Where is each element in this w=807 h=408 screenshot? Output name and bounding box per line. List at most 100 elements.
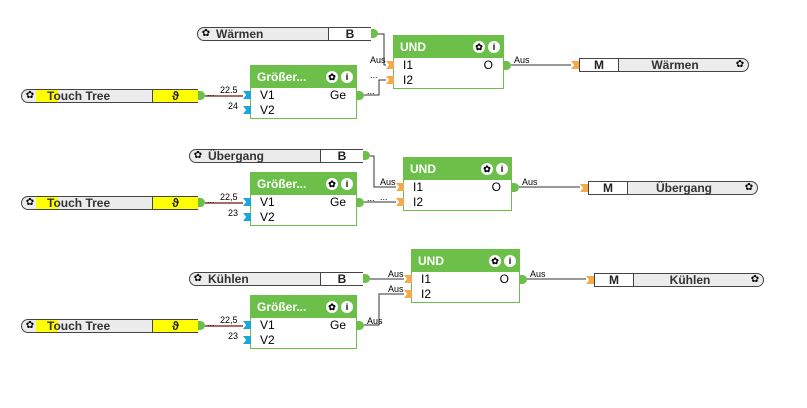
sensor-symbol: ϑ (152, 197, 198, 209)
port-label: V1 (260, 195, 275, 209)
gear-icon[interactable]: ✿ (489, 255, 501, 267)
block-title: Größer... (257, 177, 307, 191)
sensor-label: Touch Tree (47, 89, 111, 103)
gear-icon[interactable]: ✿ (326, 71, 338, 83)
input-pin[interactable] (243, 106, 251, 114)
gear-icon[interactable]: ✿ (750, 274, 760, 285)
sensor-block[interactable]: ✿ Touch Tree ϑ (21, 319, 198, 333)
input-pin[interactable] (243, 336, 251, 344)
output-type-code: M (580, 59, 619, 71)
v1-value: 22,5 (220, 192, 238, 202)
link-label: ... (207, 318, 215, 328)
port-label: Ge (329, 318, 346, 332)
output-port[interactable] (198, 91, 205, 100)
input-pin[interactable] (396, 198, 404, 206)
input-pin[interactable] (243, 91, 251, 99)
compare-wire[interactable] (364, 79, 386, 96)
info-icon[interactable]: i (488, 41, 500, 53)
info-icon[interactable]: i (341, 71, 353, 83)
port-label: I2 (421, 287, 432, 301)
output-port[interactable] (357, 198, 364, 207)
v1-value: 22.5 (220, 85, 238, 95)
input-pin[interactable] (580, 184, 588, 192)
input-pin[interactable] (243, 213, 251, 221)
i1-link-label: Aus (380, 177, 396, 187)
output-type-code: M (595, 274, 634, 286)
v2-value: 24 (228, 101, 239, 111)
output-port[interactable] (504, 61, 511, 70)
port-label: Ge (329, 195, 346, 209)
output-label: Kühlen (669, 273, 711, 287)
port-label: V2 (260, 210, 275, 224)
output-port[interactable] (520, 275, 527, 284)
info-icon[interactable]: i (504, 255, 516, 267)
input-pin[interactable] (386, 76, 394, 84)
gear-icon[interactable]: ✿ (193, 273, 203, 284)
input-pin[interactable] (386, 61, 394, 69)
output-block[interactable]: M Übergang ✿ (588, 181, 758, 195)
out-link-label: Aus (530, 269, 546, 279)
port-label: V1 (260, 88, 275, 102)
output-label: Übergang (655, 181, 712, 195)
gear-icon[interactable]: ✿ (481, 163, 493, 175)
gear-icon[interactable]: ✿ (735, 59, 745, 70)
sensor-label: Touch Tree (47, 319, 111, 333)
input-pin[interactable] (404, 290, 412, 298)
input-pin[interactable] (586, 276, 594, 284)
output-port[interactable] (363, 274, 370, 283)
output-type-code: M (589, 182, 628, 194)
sensor-highlight (36, 90, 58, 102)
trigger-wire[interactable] (378, 33, 386, 66)
output-port[interactable] (363, 151, 370, 160)
gear-icon[interactable]: ✿ (193, 150, 203, 161)
info-icon[interactable]: i (341, 301, 353, 313)
gear-icon[interactable]: ✿ (25, 90, 35, 101)
sensor-symbol: ϑ (152, 320, 198, 332)
i2-link-label: Aus (388, 284, 404, 294)
gear-icon[interactable]: ✿ (25, 320, 35, 331)
block-title: Größer... (257, 70, 307, 84)
out-link-label: Aus (514, 55, 530, 65)
gear-icon[interactable]: ✿ (326, 301, 338, 313)
output-port[interactable] (357, 321, 364, 330)
input-pin[interactable] (243, 198, 251, 206)
port-label: Ge (329, 88, 346, 102)
input-pin[interactable] (404, 275, 412, 283)
output-port[interactable] (198, 198, 205, 207)
gear-icon[interactable]: ✿ (473, 41, 485, 53)
sensor-highlight (36, 197, 58, 209)
trigger-wire[interactable] (370, 155, 396, 188)
input-pin[interactable] (396, 183, 404, 191)
out-link-label: Aus (522, 177, 538, 187)
gear-icon[interactable]: ✿ (326, 178, 338, 190)
i2-link-label: ... (370, 70, 378, 80)
gear-icon[interactable]: ✿ (201, 28, 211, 39)
info-icon[interactable]: i (496, 163, 508, 175)
input-pin[interactable] (243, 321, 251, 329)
gear-icon[interactable]: ✿ (744, 182, 754, 193)
info-icon[interactable]: i (341, 178, 353, 190)
gear-icon[interactable]: ✿ (25, 197, 35, 208)
output-port[interactable] (198, 321, 205, 330)
port-label: V1 (260, 318, 275, 332)
port-label: I1 (403, 58, 414, 72)
input-pin[interactable] (571, 61, 579, 69)
trigger-label: Wärmen (216, 27, 264, 41)
output-block[interactable]: M Kühlen ✿ (594, 273, 764, 287)
output-port[interactable] (371, 29, 378, 38)
compare-wire[interactable] (364, 293, 404, 326)
output-port[interactable] (512, 183, 519, 192)
output-port[interactable] (357, 91, 364, 100)
